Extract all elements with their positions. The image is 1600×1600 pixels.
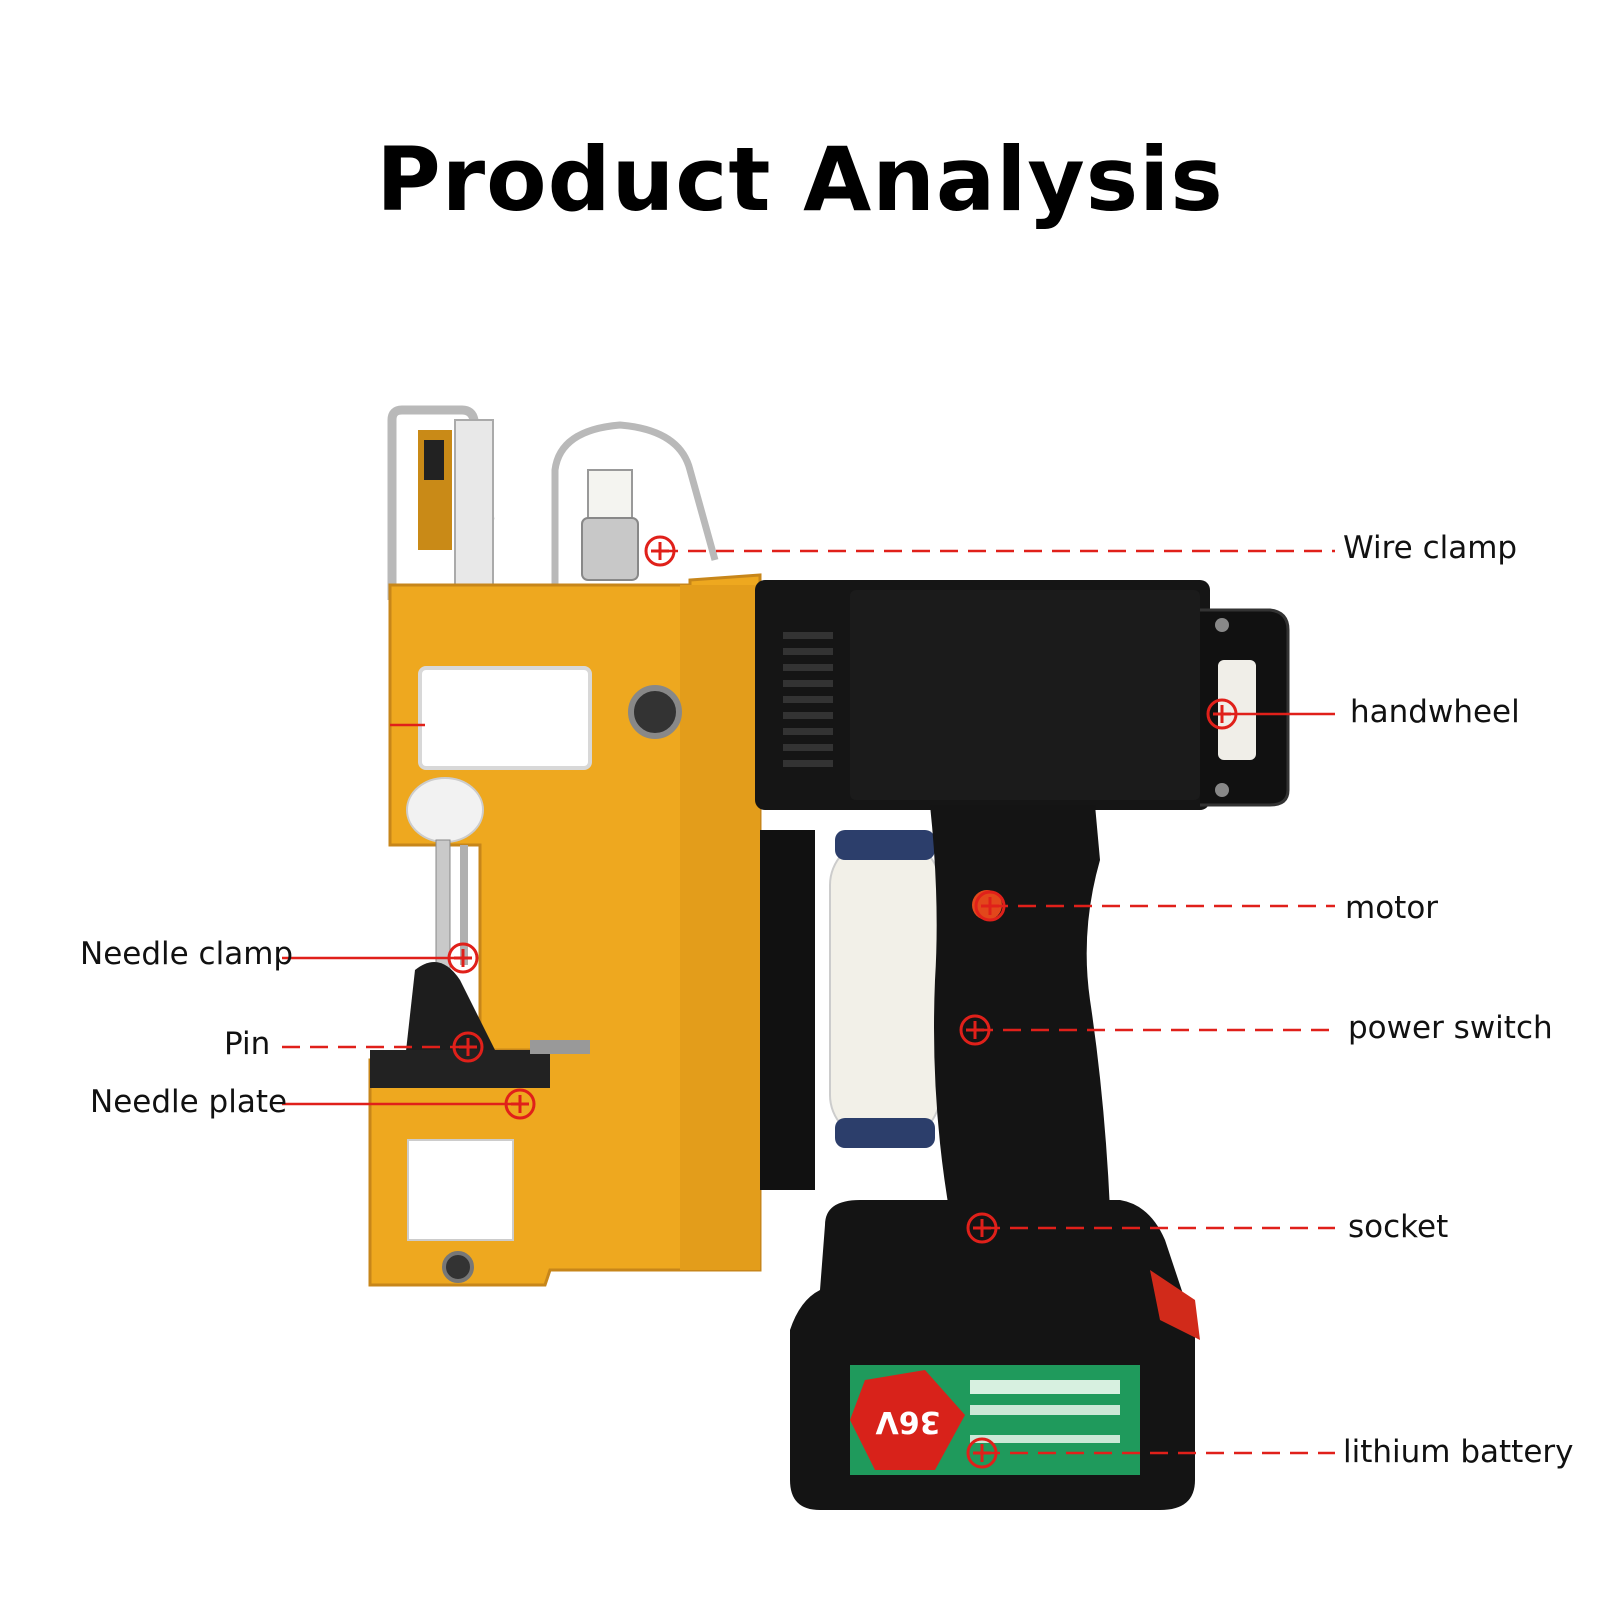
callout-markers: [447, 535, 1238, 1469]
marker-lithium-battery: [966, 1437, 998, 1469]
label-power-switch: power switch: [1348, 1010, 1553, 1046]
label-wire-clamp: Wire clamp: [1343, 530, 1518, 566]
marker-needle-plate: [504, 1088, 536, 1120]
page-title: Product Analysis: [376, 128, 1224, 231]
pistol-grip: [930, 805, 1110, 1215]
marker-needle-clamp: [447, 942, 479, 974]
battery-pack: 36V: [790, 1200, 1200, 1510]
label-pin: Pin: [224, 1026, 271, 1062]
label-socket: socket: [1348, 1209, 1449, 1245]
wire-clamp-loop: [551, 421, 719, 590]
label-handwheel: handwheel: [1350, 694, 1520, 730]
label-lithium-battery: lithium battery: [1343, 1434, 1574, 1470]
marker-motor: [974, 890, 1006, 922]
label-motor: motor: [1345, 890, 1439, 926]
marker-socket: [966, 1212, 998, 1244]
marker-pin: [452, 1031, 484, 1063]
label-needle-plate: Needle plate: [90, 1084, 288, 1120]
label-needle-clamp: Needle clamp: [80, 936, 294, 972]
needle-assembly: [370, 839, 590, 1088]
machine-body: [368, 573, 762, 1287]
thread-spool: [760, 830, 941, 1190]
battery-voltage-text: 36V: [875, 1404, 941, 1439]
motor-housing: [755, 580, 1290, 810]
callouts: [282, 549, 1335, 1455]
wire-guide: [387, 405, 495, 601]
marker-wire-clamp: [644, 535, 676, 567]
marker-handwheel: [1206, 698, 1238, 730]
marker-power-switch: [959, 1014, 991, 1046]
